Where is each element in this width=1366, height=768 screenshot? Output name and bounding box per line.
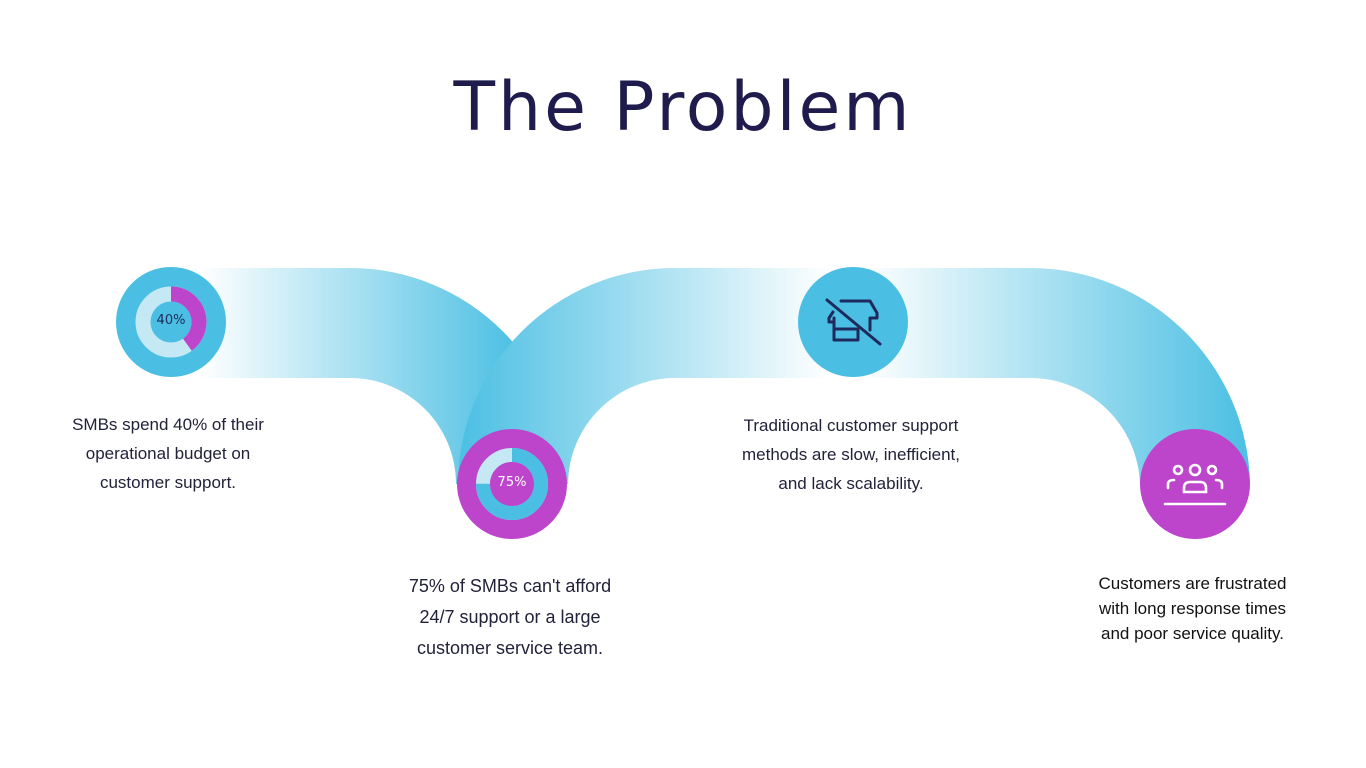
- caption-line: methods are slow, inefficient,: [742, 445, 960, 464]
- users-group-icon: [1140, 429, 1250, 539]
- caption-line: customer service team.: [416, 638, 604, 658]
- donut-chart-40-icon: [116, 267, 226, 377]
- flow-band-2: [458, 268, 832, 484]
- donut-chart-75-icon: [457, 429, 567, 539]
- caption-line: 24/7 support or a large: [419, 607, 601, 627]
- step-2-caption: 75% of SMBs can't afford 24/7 support or…: [370, 571, 650, 664]
- step-3-caption: Traditional customer support methods are…: [710, 411, 992, 498]
- caption-line: and lack scalability.: [778, 474, 924, 493]
- donut-value-40: 40%: [156, 313, 186, 328]
- caption-line: and poor service quality.: [1100, 624, 1284, 643]
- store-off-icon: [798, 267, 908, 377]
- caption-line: with long response times: [1098, 599, 1287, 618]
- step-4-caption: Customers are frustrated with long respo…: [1080, 571, 1305, 646]
- flow-band-3: [830, 268, 1250, 484]
- caption-line: customer support.: [99, 473, 237, 492]
- caption-line: Customers are frustrated: [1098, 574, 1287, 593]
- donut-value-75: 75%: [497, 475, 527, 490]
- caption-line: SMBs spend 40% of their: [72, 415, 264, 434]
- caption-line: Traditional customer support: [743, 416, 959, 435]
- step-1-caption: SMBs spend 40% of their operational budg…: [38, 410, 298, 497]
- caption-line: operational budget on: [85, 444, 251, 463]
- caption-line: 75% of SMBs can't afford: [408, 576, 612, 596]
- page-title: The Problem: [453, 68, 913, 147]
